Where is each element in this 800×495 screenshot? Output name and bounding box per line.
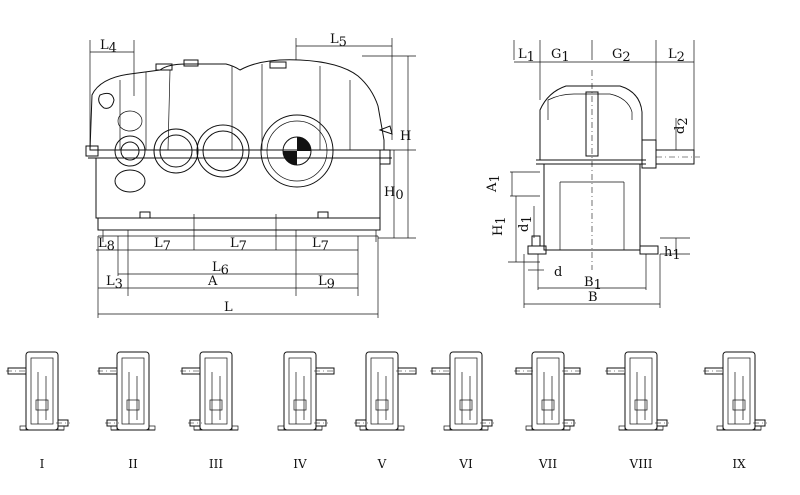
variant-numeral: IX — [732, 457, 746, 471]
variant-numeral: I — [40, 457, 45, 471]
assembly-variant: VI — [430, 351, 494, 471]
label-H1: H1 — [491, 216, 509, 236]
side-view-drawing — [85, 38, 416, 318]
label-G1: G1 — [551, 47, 570, 65]
label-B1: B1 — [584, 275, 602, 293]
end-view-drawing — [508, 40, 700, 308]
variant-numeral: V — [377, 457, 387, 471]
label-L8: L8 — [98, 236, 115, 254]
label-L2: L2 — [668, 47, 685, 65]
assembly-variant: V — [354, 351, 418, 471]
label-L7-second: L7 — [230, 236, 247, 254]
label-L5: L5 — [330, 32, 347, 50]
assembly-variant: IV — [277, 351, 336, 471]
variant-numeral: VI — [458, 457, 473, 471]
variant-numeral: VIII — [629, 457, 653, 471]
label-L7-first: L7 — [154, 236, 171, 254]
variant-numeral: VII — [538, 457, 557, 471]
label-B: B — [588, 290, 598, 305]
label-G2: G2 — [612, 47, 631, 65]
variant-numeral: III — [209, 457, 223, 471]
assembly-variant: II — [97, 351, 156, 471]
label-L4: L4 — [100, 38, 117, 56]
label-h1: h1 — [664, 245, 681, 263]
label-d2: d2 — [673, 117, 691, 134]
label-L6: L6 — [212, 260, 229, 278]
side-view-labels: L4 L5 H H0 L8 L7 L7 L7 L6 L3 A L9 L — [98, 32, 411, 315]
label-H: H — [400, 129, 411, 144]
assembly-variant: III — [180, 351, 239, 471]
label-L: L — [224, 300, 233, 315]
label-L7-third: L7 — [312, 236, 329, 254]
label-d: d — [554, 265, 562, 280]
end-view-labels: L1 G1 G2 L2 d2 A1 H1 d1 h1 d B1 B — [485, 47, 691, 305]
label-L3: L3 — [106, 274, 123, 292]
label-d1: d1 — [517, 215, 535, 232]
assembly-variant: IX — [703, 351, 767, 471]
variant-numeral: II — [128, 457, 138, 471]
lifting-lug — [98, 92, 115, 109]
label-A: A — [207, 274, 218, 289]
label-H0: H0 — [384, 185, 404, 203]
label-L9: L9 — [318, 274, 335, 292]
label-A1: A1 — [485, 174, 503, 193]
assembly-variant: VII — [514, 351, 582, 471]
label-L1: L1 — [518, 47, 535, 65]
variant-numeral: IV — [293, 457, 307, 471]
assembly-variant: VIII — [605, 351, 669, 471]
assembly-variant: I — [6, 351, 70, 471]
